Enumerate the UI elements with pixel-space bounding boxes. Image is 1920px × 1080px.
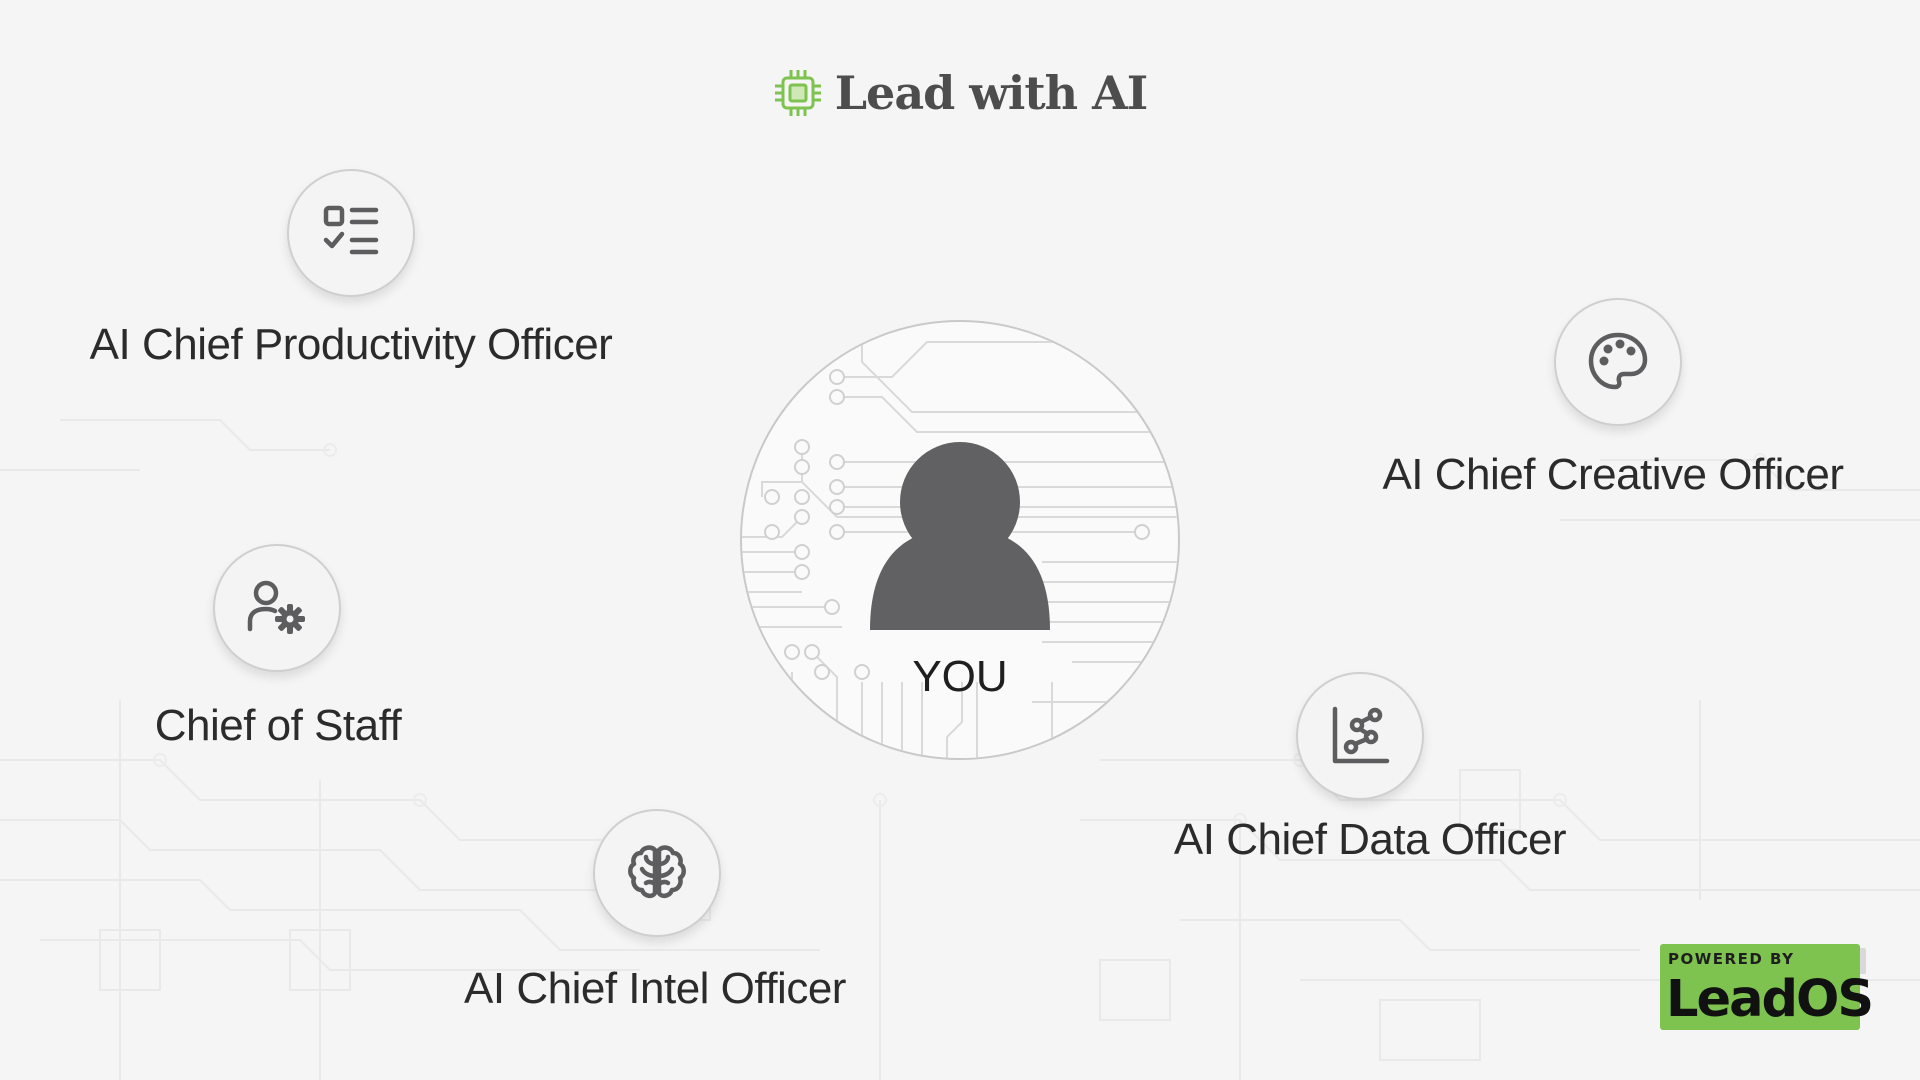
badge-powered-by-text: POWERED BY: [1668, 950, 1795, 968]
productivity-officer-label: AI Chief Productivity Officer: [89, 320, 613, 369]
creative-officer-label: AI Chief Creative Officer: [1382, 450, 1844, 499]
person-icon: [870, 442, 1050, 630]
center-circuit-pattern: [742, 322, 1178, 758]
productivity-officer-node[interactable]: [287, 169, 415, 297]
palette-icon: [1588, 332, 1648, 390]
creative-officer-node[interactable]: [1554, 298, 1682, 426]
page-title: Lead with AI: [834, 66, 1149, 120]
data-officer-node[interactable]: [1296, 672, 1424, 800]
intel-officer-node[interactable]: [593, 809, 721, 937]
chief-of-staff-node[interactable]: [213, 544, 341, 672]
data-officer-label: AI Chief Data Officer: [1173, 815, 1567, 864]
scatter-chart-icon: [1332, 706, 1390, 764]
checklist-icon: [323, 205, 379, 255]
badge-body: [1660, 944, 1860, 1030]
you-label: YOU: [912, 652, 1008, 701]
you-node[interactable]: YOU: [740, 320, 1180, 760]
badge-brand-name: LeadOS: [1666, 970, 1874, 1029]
brain-icon: [628, 845, 686, 899]
powered-by-badge[interactable]: POWERED BY LeadOS: [1660, 944, 1874, 1030]
header: Lead with AI: [0, 66, 1920, 120]
chief-of-staff-label: Chief of Staff: [154, 701, 402, 750]
chip-icon: [774, 70, 821, 116]
intel-officer-label: AI Chief Intel Officer: [464, 964, 846, 1013]
user-gear-icon: [247, 580, 305, 634]
